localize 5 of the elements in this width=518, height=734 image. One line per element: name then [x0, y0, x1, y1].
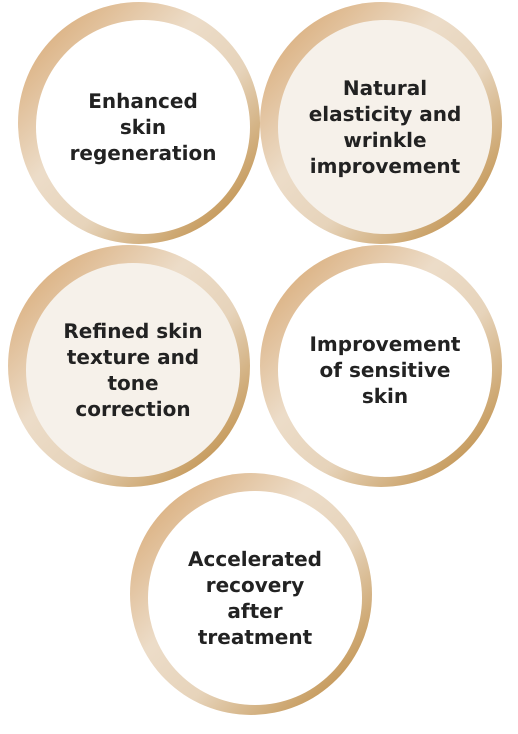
node-text: Refined skin texture and tone correction	[62, 318, 204, 422]
node-text: Natural elasticity and wrinkle improvement	[308, 75, 462, 179]
node-text: Accelerated recovery after treatment	[187, 546, 323, 650]
node-text: Improvement of sensitive skin	[308, 331, 462, 409]
node-text: Enhanced skin regeneration	[68, 88, 218, 166]
